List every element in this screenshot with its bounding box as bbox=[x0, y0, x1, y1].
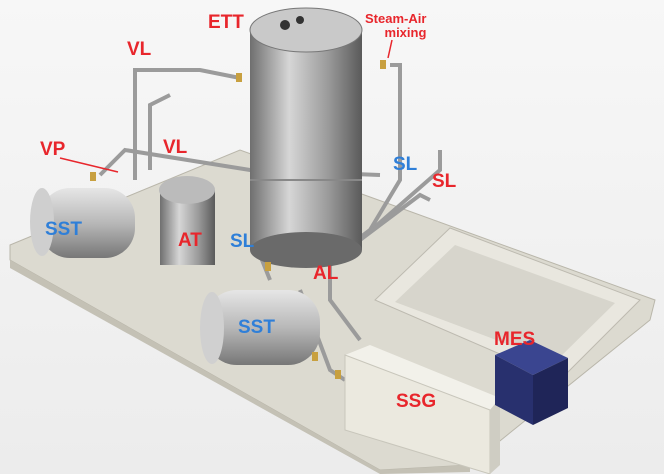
steam-air-pointer bbox=[387, 39, 393, 59]
label-vp: VP bbox=[40, 139, 66, 160]
label-ett: ETT bbox=[208, 12, 244, 33]
vp-pointer bbox=[59, 157, 119, 173]
label-steam-air-line1: Steam-Air bbox=[365, 11, 427, 26]
label-steam-air-line2: mixing bbox=[384, 25, 427, 40]
water-pool bbox=[374, 227, 641, 381]
label-sst-front: SST bbox=[238, 317, 275, 338]
sst-left-tank bbox=[30, 188, 135, 258]
label-sl-red-right: SL bbox=[432, 171, 457, 192]
label-mes: MES bbox=[494, 329, 536, 350]
label-vl-mid: VL bbox=[163, 137, 188, 158]
label-sl-blue-right: SL bbox=[393, 154, 418, 175]
ssg-unit bbox=[344, 345, 500, 474]
label-ssg: SSG bbox=[396, 391, 437, 412]
at-tank bbox=[159, 176, 215, 265]
label-at: AT bbox=[178, 230, 202, 251]
label-steam-air-mixing: Steam-Air mixing bbox=[365, 12, 426, 40]
label-sl-blue-mid: SL bbox=[230, 231, 255, 252]
label-sst-left: SST bbox=[45, 219, 82, 240]
label-vl-top: VL bbox=[127, 39, 152, 60]
sst-front-tank bbox=[200, 290, 320, 365]
ett-tower bbox=[249, 7, 363, 268]
valves bbox=[90, 60, 386, 379]
mes-unit bbox=[495, 340, 568, 425]
label-al: AL bbox=[313, 263, 339, 284]
